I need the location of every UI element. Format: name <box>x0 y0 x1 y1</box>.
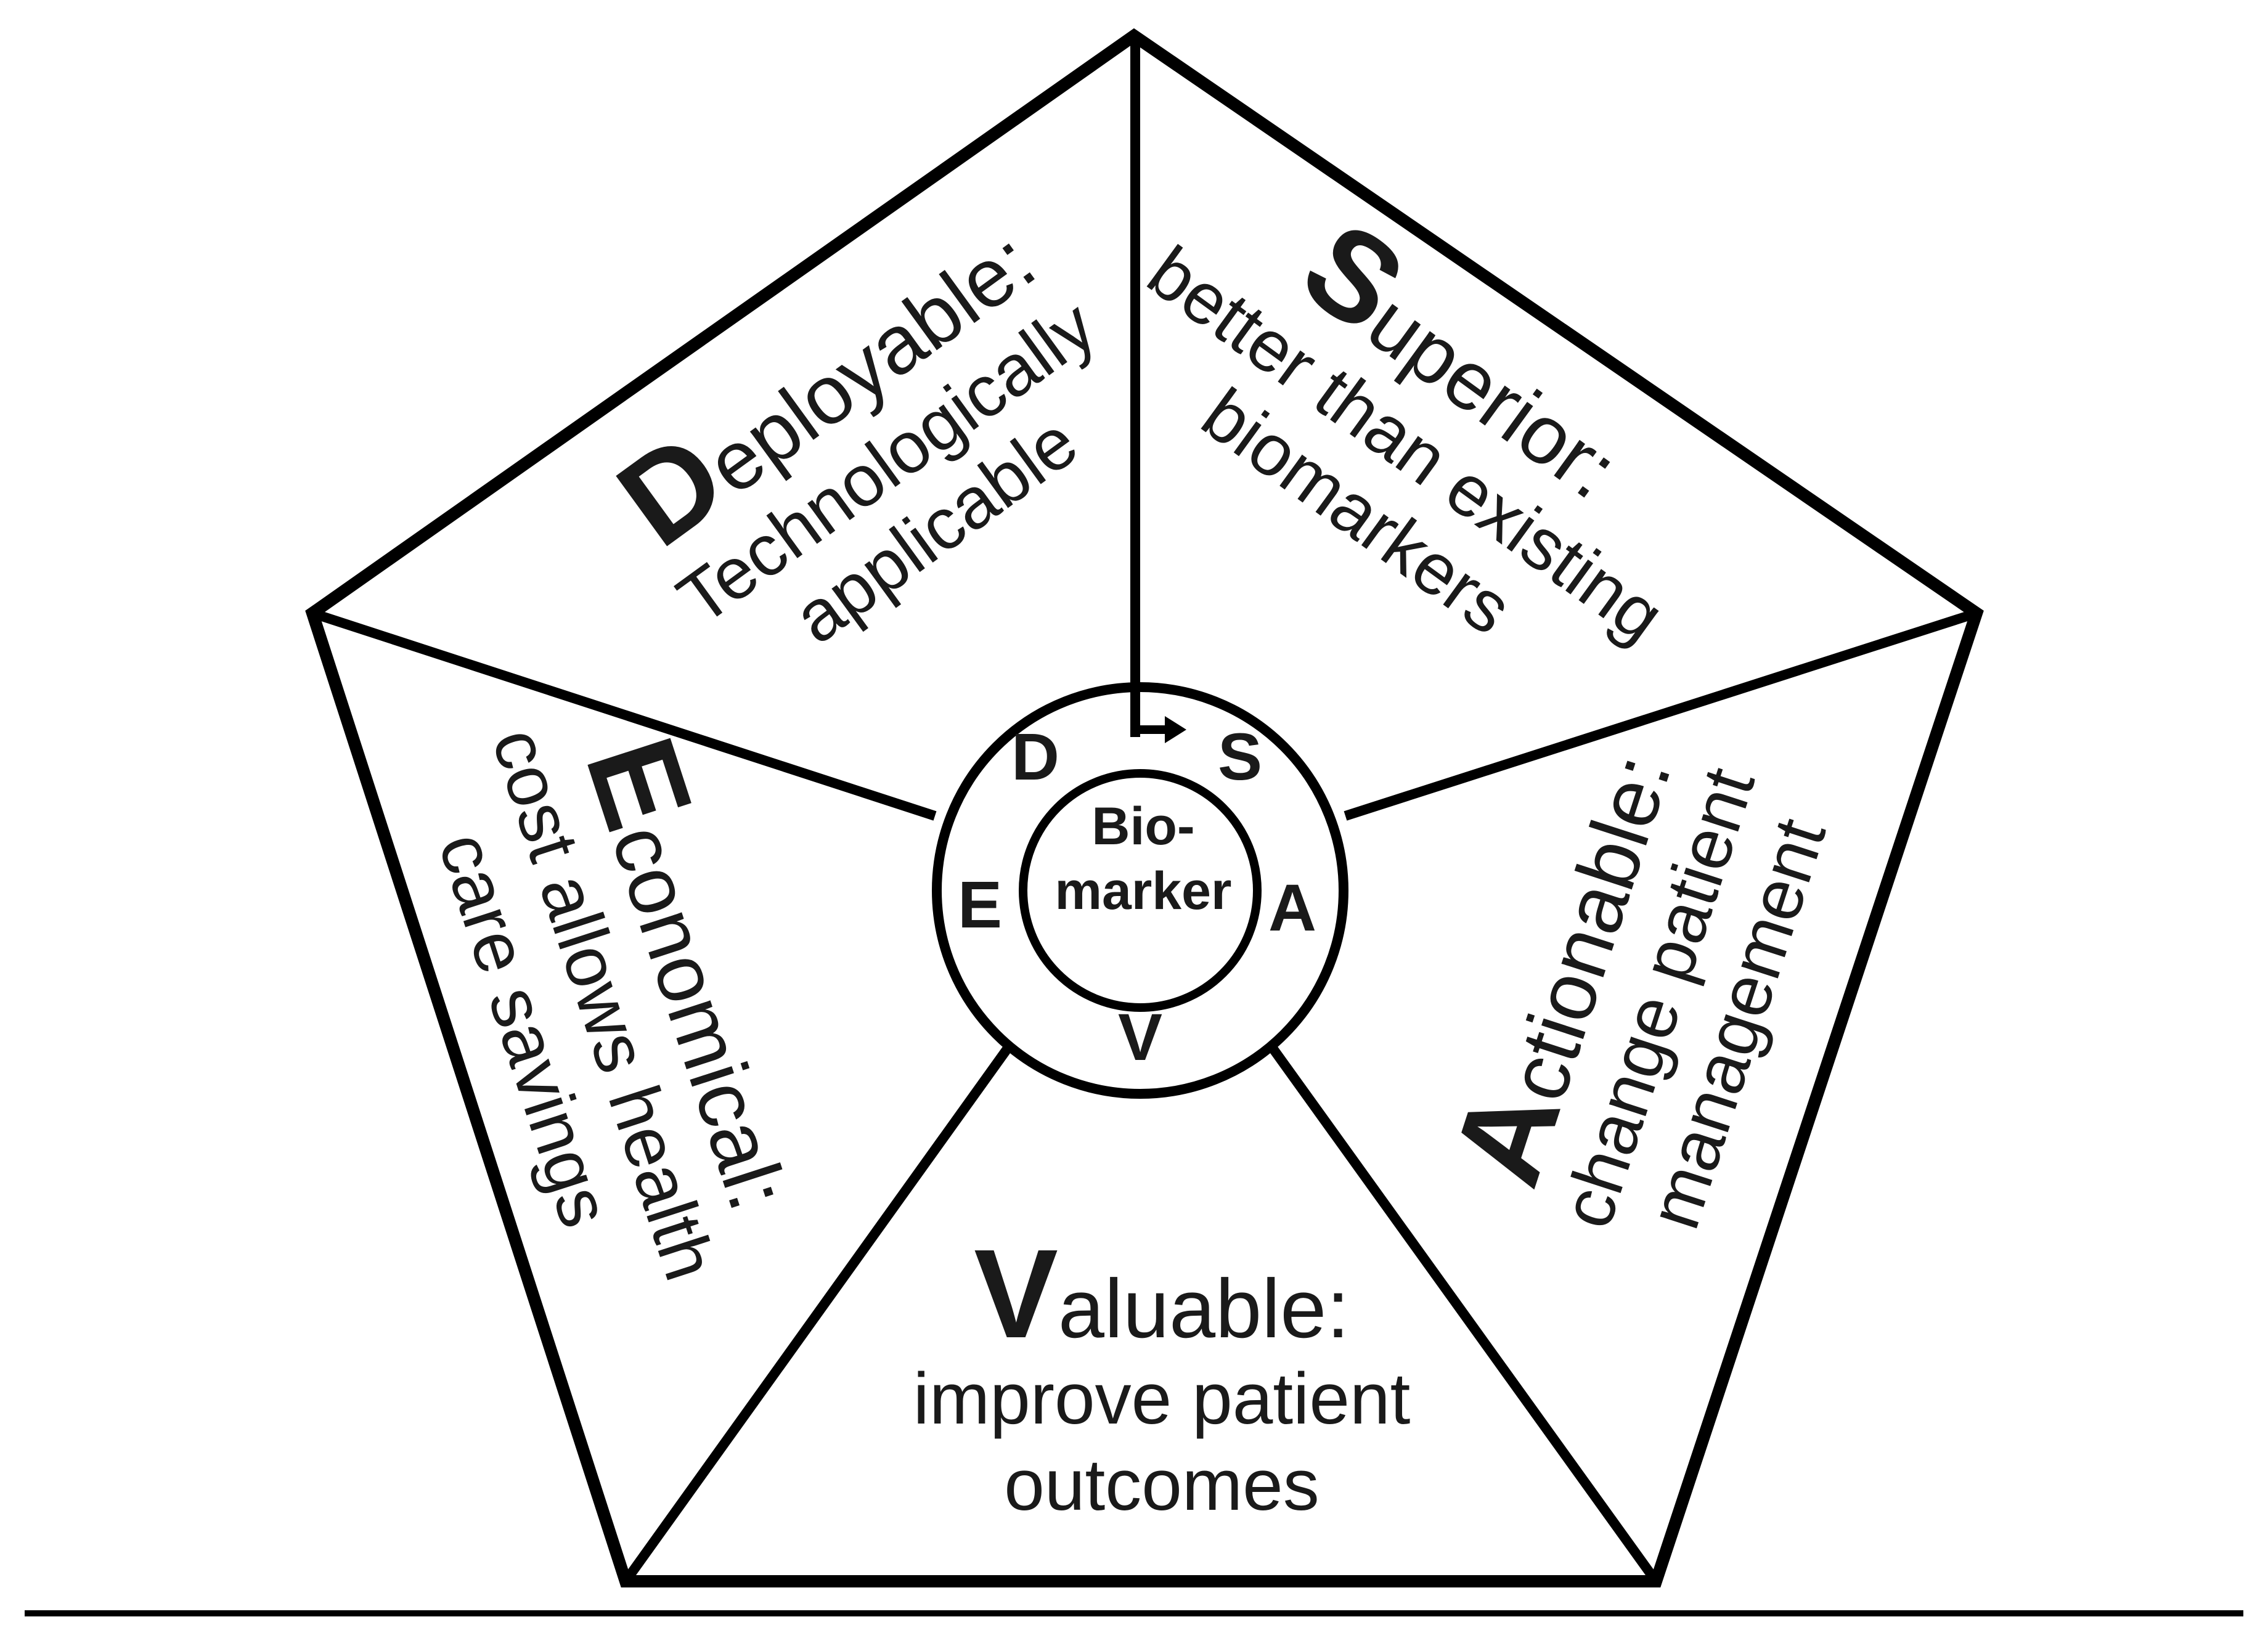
spoke-bottom-right <box>1259 1032 1660 1584</box>
spoke-bottom-left <box>621 1032 1021 1584</box>
segment-valuable-line2: outcomes <box>1004 1444 1320 1526</box>
ring-letter-e: E <box>958 867 1002 942</box>
segment-valuable-heading: Valuable: <box>974 1223 1350 1364</box>
center-label-line2: marker <box>1055 862 1232 921</box>
segment-deployable: Deployable: Technologically applicable <box>593 214 1110 659</box>
segment-economical: Economical: cost allows health care savi… <box>423 719 806 1290</box>
center-label-line1: Bio- <box>1091 797 1194 856</box>
segment-valuable: Valuable: improve patient outcomes <box>913 1223 1411 1526</box>
inner-ring <box>1019 769 1262 1012</box>
segment-valuable-line1: improve patient <box>913 1358 1411 1440</box>
spoke-left <box>311 608 937 821</box>
ring-letter-a: A <box>1268 870 1316 945</box>
ring-letter-s: S <box>1218 719 1262 794</box>
spoke-right <box>1344 608 1978 821</box>
ring-letter-v: V <box>1118 1000 1162 1074</box>
cycle-arrow-head <box>1165 716 1186 743</box>
outer-pentagon <box>305 28 1984 1587</box>
ring-letter-d: D <box>1011 719 1059 794</box>
segment-superior: Superior: better than existing biomarker… <box>1133 195 1678 658</box>
